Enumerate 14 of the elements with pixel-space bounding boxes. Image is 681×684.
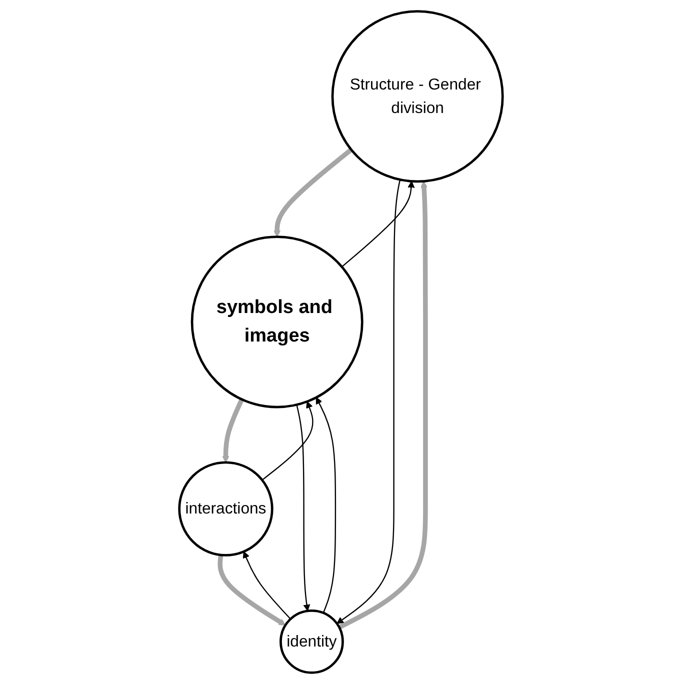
node-circle: symbols and images [190, 236, 363, 408]
arrow [261, 401, 313, 481]
arrow [217, 554, 286, 626]
arrow [273, 148, 352, 238]
arrow [341, 180, 414, 268]
node-circle: identity [279, 609, 344, 674]
arrow [315, 397, 336, 614]
arrow [336, 180, 400, 624]
arrow [222, 398, 244, 463]
arrow [242, 551, 290, 620]
node-circle: interactions [178, 461, 273, 556]
arrow [338, 180, 428, 630]
arrow [296, 404, 310, 612]
node-circle: Structure - Gender division [330, 10, 504, 183]
